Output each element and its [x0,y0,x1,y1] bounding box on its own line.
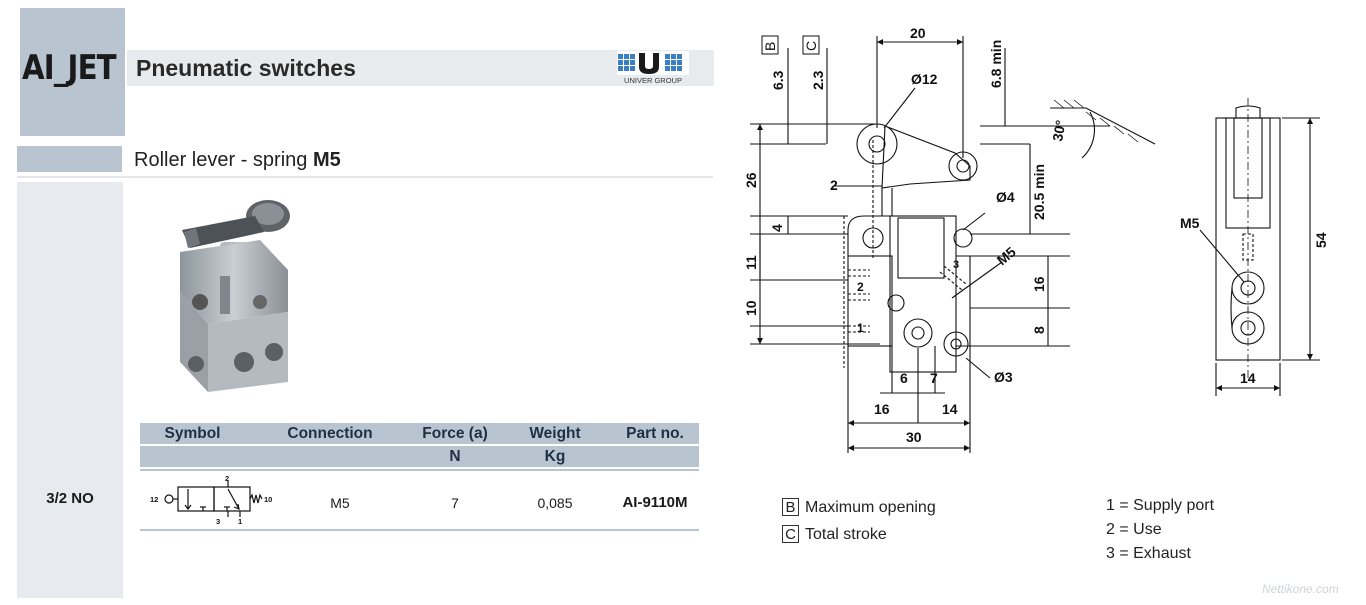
dim-20: 20 [910,25,926,41]
port-legend-1: 1 = Supply port [1106,497,1215,514]
subtitle: Roller lever - spring M5 [134,146,341,174]
dim-2-3: 2.3 [810,70,826,90]
dim-16-bottom: 16 [874,401,890,417]
side-dim-m5: M5 [1180,215,1200,231]
left-sidebar [17,182,123,598]
dim-d4: Ø4 [996,189,1015,205]
dim-6-8-min: 6.8 min [988,40,1004,88]
dim-2: 2 [830,177,838,193]
symbol-port-3: 3 [216,517,220,526]
dim-port-3: 3 [953,259,959,271]
subtitle-thread: M5 [312,149,341,171]
dim-6-3: 6.3 [770,70,786,90]
symbol-port-10: 10 [264,495,272,504]
side-dim-14: 14 [1240,370,1256,386]
unit-weight: Kg [544,448,566,465]
dim-8: 8 [1031,326,1047,334]
front-view-drawing: B C 20 Ø12 6.8 min 6.3 2.3 26 2 4 11 10 … [730,8,1160,458]
header-sidebar-block [20,8,125,136]
cell-part-no: AI-9110M [622,494,688,511]
subtitle-band [17,146,122,172]
legend-key-b: B [782,498,799,516]
header-force: Force (a) [422,425,488,442]
dim-7: 7 [930,370,938,386]
valve-illustration [180,200,290,392]
dim-20-5-min: 20.5 min [1031,164,1047,220]
valve-symbol: 12 2 3 1 10 [144,472,284,526]
port-label-1: 1 [857,321,864,335]
legend-item-b: B Maximum opening [782,498,936,518]
table-units-row [140,446,699,467]
front-view-graphic: B C 20 Ø12 6.8 min 6.3 2.3 26 2 4 11 10 … [743,25,1156,453]
header-weight: Weight [529,425,581,442]
subtitle-prefix: Roller lever - spring [134,149,313,171]
cell-force: 7 [451,495,459,511]
header-connection: Connection [287,425,373,442]
logo-graphic: UNIVER GROUP [617,51,689,85]
dim-16-right: 16 [1031,276,1047,292]
dim-d3: Ø3 [994,369,1013,385]
dim-4: 4 [769,224,785,232]
symbol-port-1: 1 [238,517,242,526]
port-legend-3: 3 = Exhaust [1106,545,1191,562]
cell-weight: 0,085 [537,495,573,511]
legend-text-b: Maximum opening [805,499,936,516]
side-dim-54: 54 [1313,232,1329,248]
symbol-port-2: 2 [225,474,229,483]
pneumatic-symbol-graphic: 12 2 3 1 10 [150,474,272,526]
dim-30: 30 [906,429,922,445]
header-symbol: Symbol [164,425,221,442]
title-bar [127,50,714,86]
legend-key-c: C [782,525,799,543]
page-title: Pneumatic switches [136,55,356,81]
cell-connection: M5 [330,495,350,511]
univer-logo: UNIVER GROUP [617,51,689,85]
product-photo [160,192,310,404]
dim-26: 26 [743,172,759,188]
port-legend-2: 2 = Use [1106,521,1162,538]
dim-14-bottom: 14 [942,401,958,417]
side-view-graphic: M5 54 14 [1180,98,1329,396]
dim-label-b: B [762,42,778,51]
side-view-drawing: M5 54 14 [1170,78,1330,398]
dim-angle-30: 30° [1049,119,1068,143]
symbol-port-12: 12 [150,495,158,504]
brand-title: AI_JET [22,48,117,88]
unit-force: N [449,448,461,465]
variant-label: 3/2 NO [46,490,94,507]
dim-label-c: C [803,41,819,51]
dim-11: 11 [743,255,759,270]
table-header-row [140,423,699,444]
legend-item-c: C Total stroke [782,525,887,545]
dim-d12: Ø12 [911,71,938,87]
dim-6: 6 [900,370,908,386]
dim-10: 10 [743,300,759,316]
section-rule [17,176,713,178]
dim-m5: M5 [994,243,1019,268]
port-label-2: 2 [857,280,864,294]
header-part-no: Part no. [626,425,684,442]
legend-text-c: Total stroke [805,526,887,543]
table-row-bottom-rule [140,529,699,531]
logo-text: UNIVER GROUP [624,76,682,85]
watermark: Nettikone.com [1262,582,1339,596]
table-row-top-rule [140,469,699,471]
